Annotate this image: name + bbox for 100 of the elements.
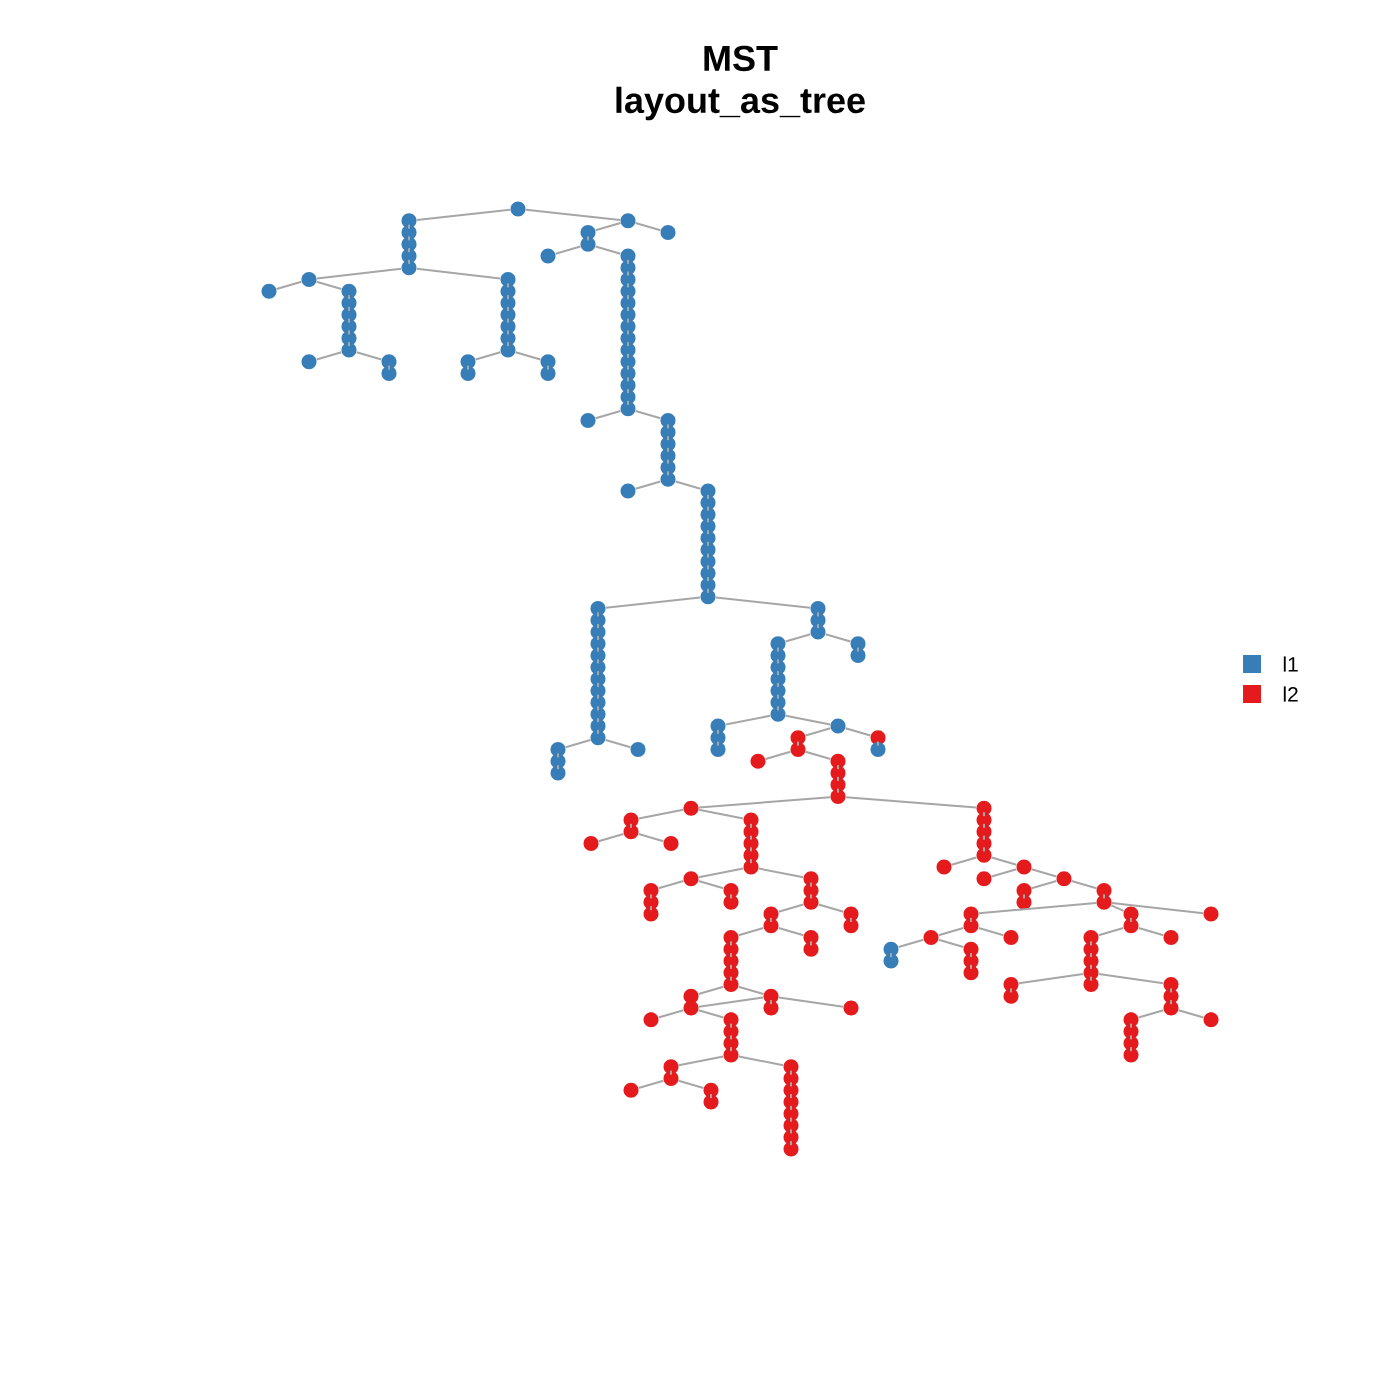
tree-node bbox=[540, 366, 556, 381]
tree-edge bbox=[1177, 1009, 1205, 1019]
tree-node bbox=[341, 330, 357, 346]
tree-edge bbox=[627, 364, 629, 371]
tree-edge bbox=[677, 1079, 705, 1090]
tree-edge bbox=[408, 235, 410, 242]
tree-node bbox=[1003, 988, 1019, 1004]
tree-edge bbox=[1103, 893, 1105, 900]
tree-edge bbox=[730, 963, 732, 970]
tree-edge bbox=[507, 317, 509, 324]
tree-edge bbox=[415, 267, 502, 280]
tree-edge bbox=[554, 245, 582, 255]
tree-edge bbox=[790, 1116, 792, 1123]
tree-edge bbox=[750, 858, 752, 865]
tree-node bbox=[663, 836, 679, 851]
tree-edge bbox=[750, 822, 752, 829]
tree-edge bbox=[1010, 987, 1012, 994]
tree-node bbox=[803, 894, 819, 910]
tree-node bbox=[763, 988, 779, 1004]
tree-edge bbox=[730, 1046, 732, 1053]
tree-edge bbox=[627, 282, 629, 289]
tree-edge bbox=[730, 975, 732, 982]
tree-node bbox=[976, 871, 992, 887]
tree-edge bbox=[790, 1140, 792, 1147]
tree-node bbox=[976, 800, 992, 816]
tree-node bbox=[830, 789, 846, 804]
tree-edge bbox=[697, 796, 832, 809]
tree-node bbox=[963, 906, 979, 922]
tree-node bbox=[401, 248, 417, 264]
tree-node bbox=[870, 742, 886, 757]
tree-edge bbox=[777, 658, 779, 665]
tree-edge bbox=[1090, 975, 1092, 982]
tree-edge bbox=[597, 681, 599, 688]
tree-edge bbox=[817, 611, 819, 618]
tree-edge bbox=[667, 423, 669, 430]
tree-node bbox=[743, 859, 759, 875]
tree-node bbox=[1003, 930, 1019, 945]
tree-edge bbox=[844, 796, 978, 809]
tree-node bbox=[510, 201, 526, 217]
tree-edge bbox=[777, 670, 779, 677]
tree-node bbox=[500, 342, 516, 358]
tree-edge bbox=[650, 893, 652, 900]
legend-label: l2 bbox=[1283, 686, 1298, 702]
tree-node bbox=[723, 977, 739, 992]
tree-edge bbox=[408, 258, 410, 265]
tree-node bbox=[620, 213, 636, 229]
tree-edge bbox=[627, 258, 629, 265]
tree-edge bbox=[507, 329, 509, 336]
tree-edge bbox=[730, 940, 732, 947]
tree-edge bbox=[627, 329, 629, 336]
tree-edge bbox=[348, 329, 350, 336]
tree-edge bbox=[707, 529, 709, 536]
tree-edge bbox=[597, 693, 599, 700]
tree-node bbox=[620, 401, 636, 417]
tree-edge bbox=[777, 705, 779, 712]
tree-edge bbox=[604, 596, 702, 609]
tree-node bbox=[1083, 953, 1099, 969]
tree-edge bbox=[1017, 972, 1085, 985]
tree-edge bbox=[804, 750, 832, 760]
tree-edge bbox=[557, 764, 559, 771]
tree-node bbox=[683, 871, 699, 887]
tree-edge bbox=[697, 985, 725, 996]
tree-edge bbox=[674, 480, 702, 490]
tree-node bbox=[301, 354, 317, 370]
tree-node bbox=[590, 718, 606, 734]
tree-edge bbox=[897, 938, 925, 948]
tree-edge bbox=[1170, 987, 1172, 994]
tree-node bbox=[1016, 859, 1032, 875]
tree-edge bbox=[634, 410, 662, 420]
tree-node bbox=[963, 918, 979, 934]
tree-node bbox=[550, 765, 566, 781]
tree-node bbox=[963, 965, 979, 981]
tree-node bbox=[1123, 1035, 1139, 1051]
tree-edge bbox=[707, 505, 709, 512]
tree-edge bbox=[764, 750, 792, 760]
tree-edge bbox=[890, 952, 892, 959]
tree-node bbox=[783, 1129, 799, 1145]
tree-node bbox=[790, 742, 806, 757]
tree-edge bbox=[348, 341, 350, 348]
tree-node bbox=[663, 1071, 679, 1086]
tree-edge bbox=[697, 808, 745, 820]
tree-node bbox=[1083, 941, 1099, 957]
tree-node bbox=[590, 730, 606, 746]
tree-edge bbox=[627, 376, 629, 383]
tree-node bbox=[623, 1082, 639, 1098]
tree-node bbox=[550, 753, 566, 769]
tree-node bbox=[810, 624, 826, 640]
tree-edge bbox=[604, 739, 632, 749]
tree-edge bbox=[990, 856, 1018, 866]
tree-edge bbox=[634, 222, 662, 232]
tree-edge bbox=[777, 903, 805, 913]
tree-node bbox=[936, 859, 952, 875]
tree-node bbox=[810, 612, 826, 628]
tree-edge bbox=[1090, 952, 1092, 959]
tree-edge bbox=[977, 901, 1098, 915]
tree-edge bbox=[1097, 927, 1125, 937]
tree-edge bbox=[983, 834, 985, 841]
tree-edge bbox=[777, 927, 805, 937]
tree-node bbox=[700, 577, 716, 593]
tree-node bbox=[1123, 918, 1139, 934]
